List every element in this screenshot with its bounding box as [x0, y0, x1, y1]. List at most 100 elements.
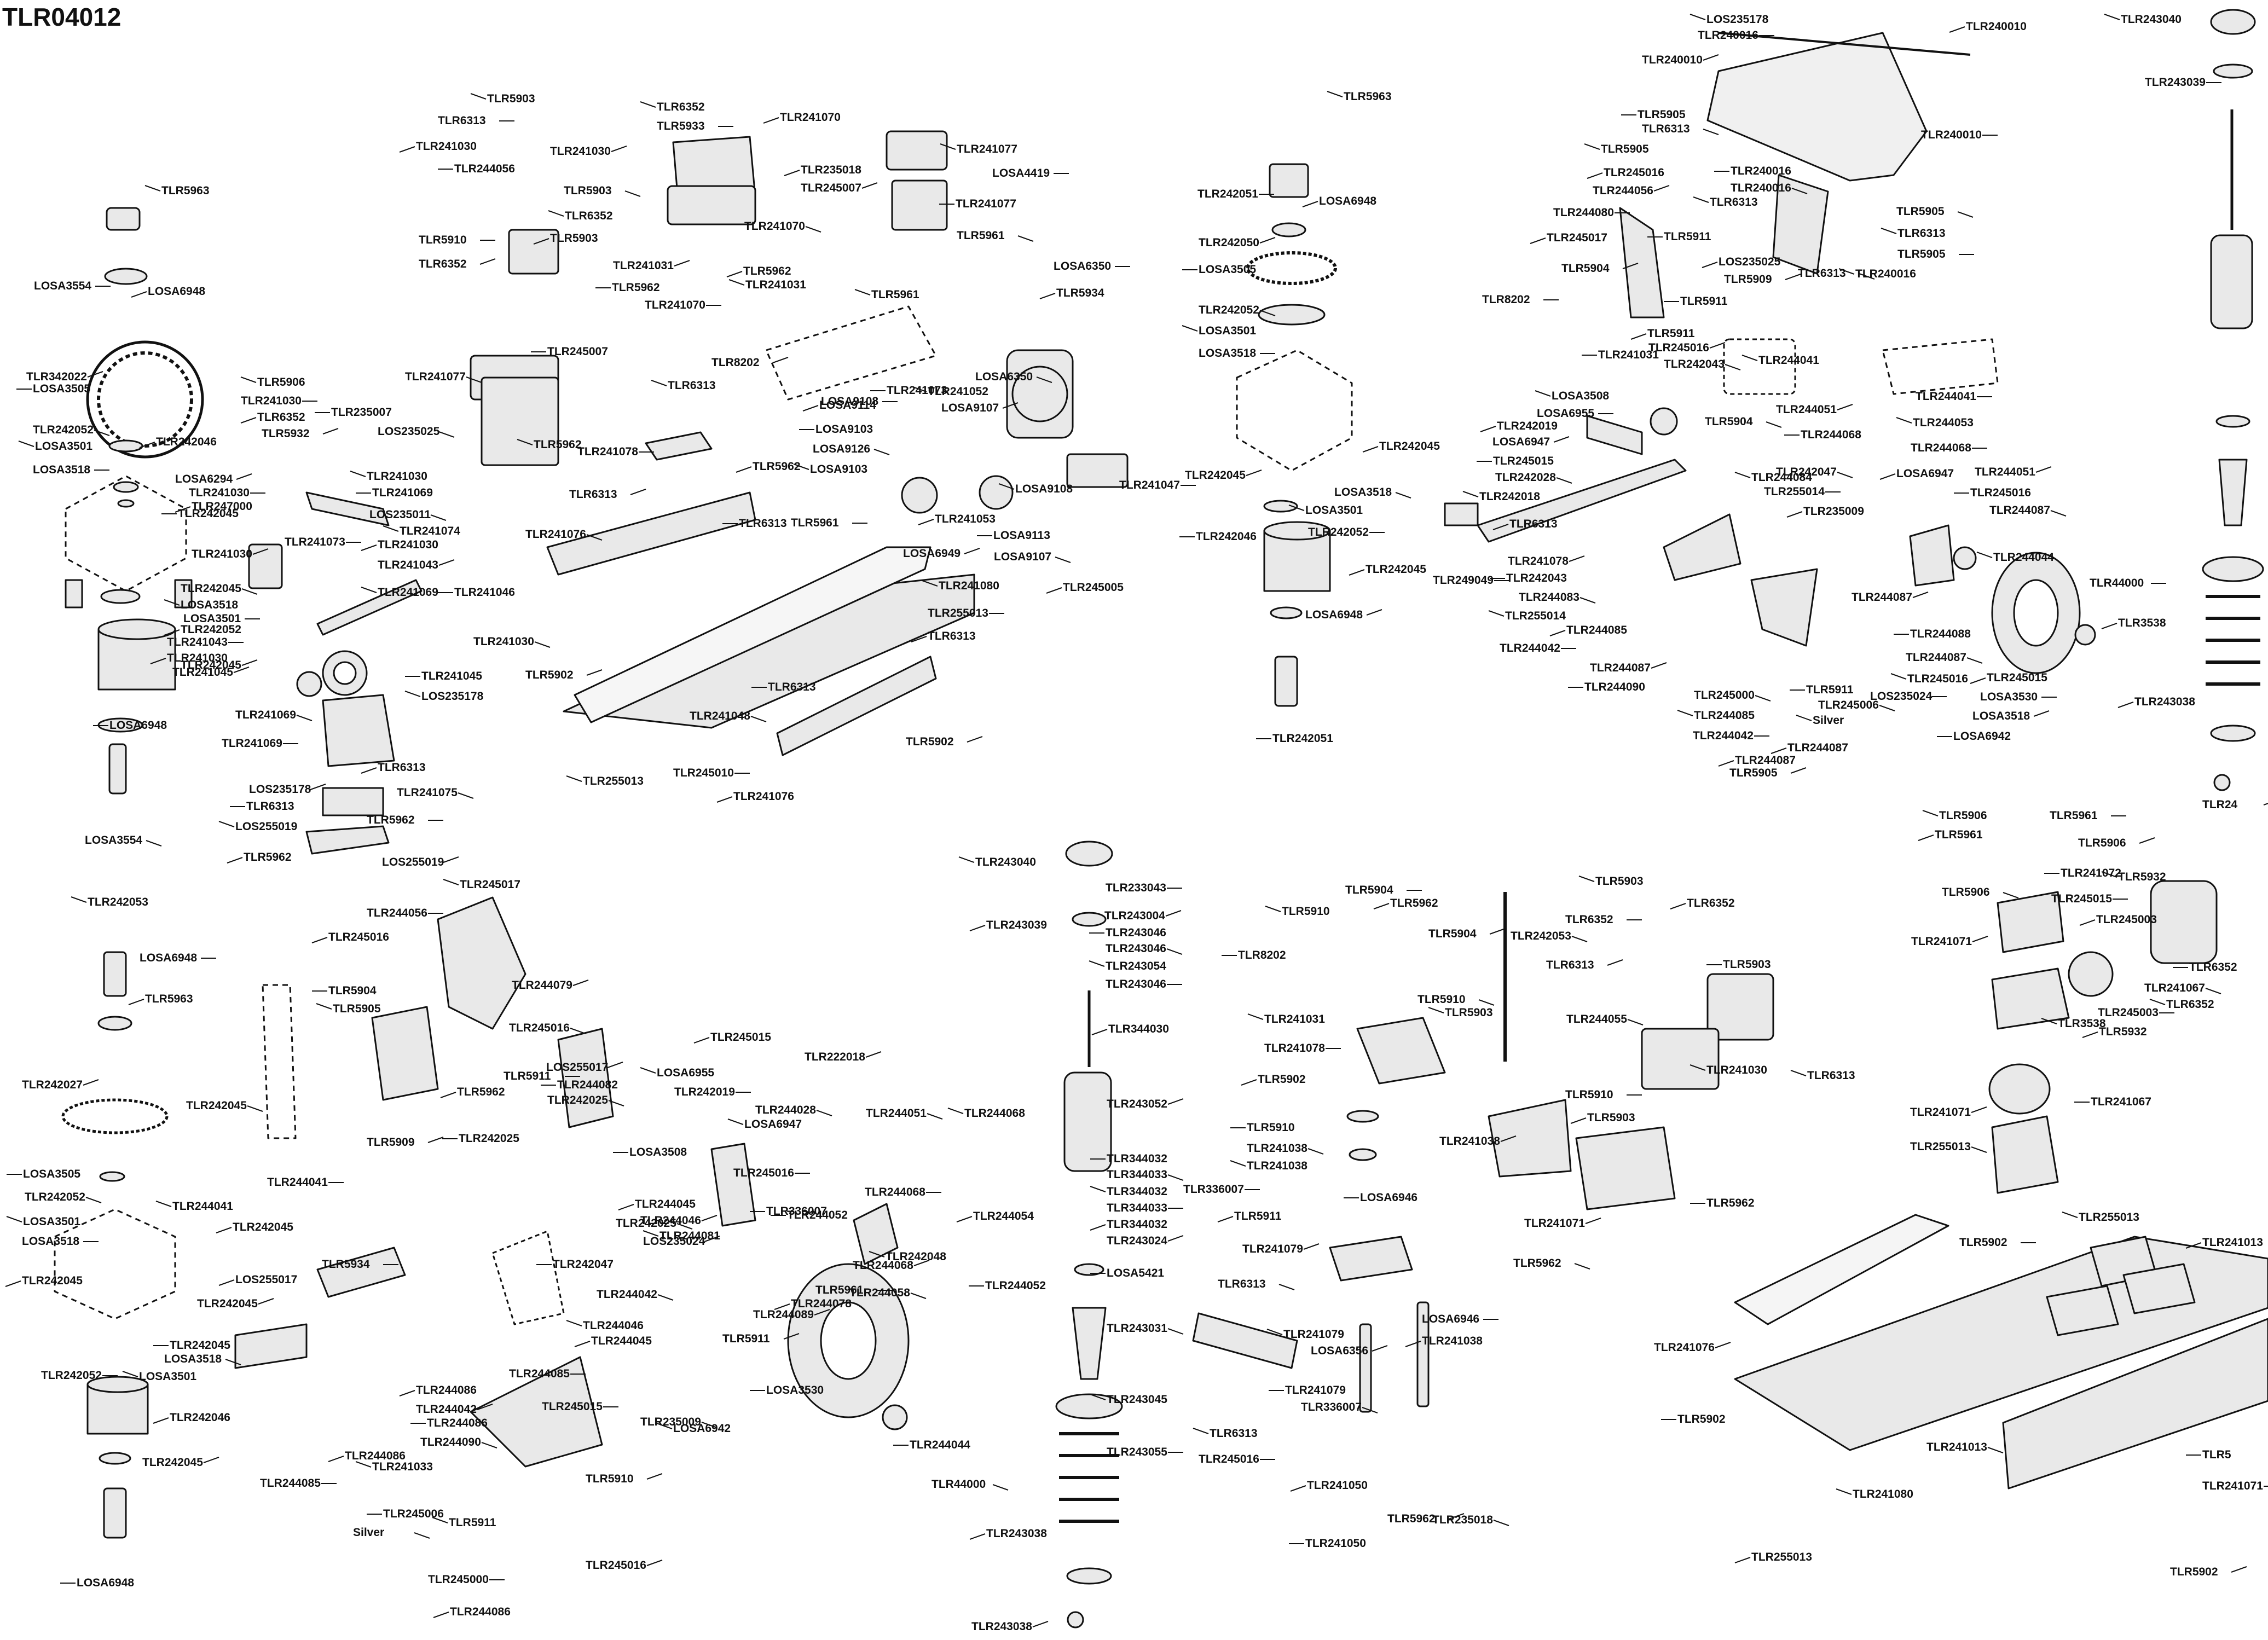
leader-line — [1580, 597, 1596, 604]
part-number-label: TLR241052 — [928, 385, 988, 398]
part-number-label: TLR5902 — [906, 735, 954, 748]
part-number-label: TLR243038 — [986, 1527, 1047, 1540]
part-number-label: TLR240016 — [1731, 165, 1791, 177]
leader-line — [1372, 1345, 1388, 1352]
leader-line — [910, 1293, 927, 1299]
part-number-label: TLR5902 — [1959, 1236, 2007, 1249]
leader-line — [1718, 760, 1734, 767]
leader-line — [1838, 268, 1855, 275]
leader-line — [784, 170, 800, 176]
part-number-label: LOSA3518 — [181, 599, 239, 611]
part-number-label: TLR5932 — [262, 427, 310, 440]
leader-line — [481, 1442, 497, 1448]
part-number-label: TLR6313 — [1509, 518, 1558, 530]
part-number-label: TLR241047 — [1119, 479, 1180, 491]
part-number-label: TLR245000 — [428, 1573, 489, 1586]
center-diff-art — [1236, 163, 1353, 707]
leader-line — [1587, 172, 1603, 179]
leader-line — [1569, 555, 1585, 562]
leader-line — [911, 636, 927, 642]
part-number-label: TLR244042 — [1693, 729, 1754, 742]
leader-line — [1771, 747, 1787, 754]
part-number-label: LOSA6947 — [1896, 467, 1954, 480]
leader-line — [1230, 1160, 1246, 1167]
leader-line — [1039, 293, 1056, 299]
part-number-label: TLR344032 — [1107, 1185, 1167, 1198]
part-number-label: TLR242045 — [186, 1099, 247, 1112]
part-number-label: TLR241067 — [2091, 1096, 2151, 1108]
part-number-label: TLR243052 — [1107, 1098, 1167, 1110]
leader-line — [218, 821, 235, 827]
part-number-label: TLR241069 — [372, 486, 433, 499]
part-number-label: TLR5962 — [367, 814, 415, 826]
part-number-label: LOSA6948 — [1305, 609, 1363, 621]
leader-line — [2035, 466, 2052, 473]
part-number-label: TLR244085 — [260, 1477, 321, 1490]
part-number-label: TLR245007 — [801, 182, 861, 194]
leader-line — [1247, 1013, 1264, 1020]
part-number-label: TLR241077 — [405, 370, 466, 383]
part-number-label: TLR242052 — [25, 1191, 85, 1203]
part-number-label: TLR241043 — [167, 636, 228, 648]
part-number-label: TLR241031 — [613, 259, 674, 272]
part-number-label: TLR5961 — [871, 288, 919, 301]
part-number-label: TLR6313 — [928, 630, 976, 642]
part-number-label: TLR243046 — [1106, 926, 1166, 939]
leader-line — [1266, 1329, 1283, 1335]
part-number-label: TLR344033 — [1107, 1202, 1167, 1214]
leader-line — [1373, 903, 1390, 909]
part-number-label: TLR245016 — [586, 1559, 646, 1572]
leader-line — [383, 525, 399, 532]
leader-line — [1785, 274, 1801, 280]
part-number-label: TLR241078 — [577, 445, 638, 458]
part-number-label: TLR245015 — [1987, 671, 2047, 684]
leader-line — [1046, 587, 1062, 594]
leader-line — [225, 1359, 241, 1365]
part-number-label: TLR244085 — [1694, 709, 1755, 722]
part-number-label: TLR5906 — [1939, 809, 1987, 822]
leader-line — [443, 856, 459, 863]
part-number-label: TLR5904 — [328, 984, 377, 997]
part-number-label: TLR242045 — [1185, 469, 1246, 482]
part-number-label: TLR44000 — [2090, 577, 2144, 589]
part-number-label: TLR6352 — [1687, 897, 1735, 909]
leader-line — [241, 588, 258, 595]
leader-line — [479, 258, 496, 265]
part-number-label: TLR244085 — [509, 1367, 570, 1380]
part-number-label: TLR240016 — [1731, 182, 1791, 194]
leader-line — [618, 1204, 634, 1210]
part-number-label: LOSA9126 — [813, 443, 871, 455]
leader-line — [1259, 237, 1276, 244]
leader-line — [2079, 919, 2096, 926]
leader-line — [1488, 610, 1505, 617]
leader-line — [640, 1067, 656, 1074]
part-number-label: TLR244068 — [853, 1259, 913, 1272]
part-number-label: TLR5961 — [2050, 809, 2098, 822]
front-gearbox-ebuggy-art — [54, 951, 176, 1539]
leader-line — [1677, 710, 1693, 716]
part-number-label: TLR245016 — [733, 1167, 794, 1179]
part-number-label: TLR6313 — [1897, 227, 1946, 240]
leader-line — [1492, 524, 1509, 530]
part-number-label: TLR255013 — [1751, 1551, 1812, 1563]
part-number-label: TLR241038 — [1247, 1160, 1307, 1172]
part-number-label: TLR245016 — [1970, 486, 2031, 499]
part-number-label: TLR5902 — [2170, 1566, 2218, 1578]
leader-line — [1922, 810, 1939, 816]
part-number-label: TLR5933 — [657, 120, 705, 132]
part-number-label: TLR244052 — [985, 1279, 1046, 1292]
part-number-label: TLR5906 — [1942, 886, 1990, 899]
part-number-label: TLR241013 — [1926, 1441, 1987, 1453]
leader-line — [1246, 470, 1262, 476]
part-number-label: TLR240010 — [1921, 129, 1982, 141]
leader-line — [1755, 695, 1771, 702]
part-number-label: TLR6313 — [438, 114, 486, 127]
leader-line — [1725, 364, 1741, 370]
rear-suspension-art — [1444, 407, 2096, 674]
leader-line — [2101, 623, 2117, 629]
part-number-label: TLR241031 — [1598, 349, 1659, 361]
leader-line — [1879, 473, 1896, 480]
part-number-label: TLR5911 — [504, 1070, 551, 1082]
leader-line — [922, 580, 938, 587]
part-number-label: TLR241033 — [372, 1461, 433, 1473]
